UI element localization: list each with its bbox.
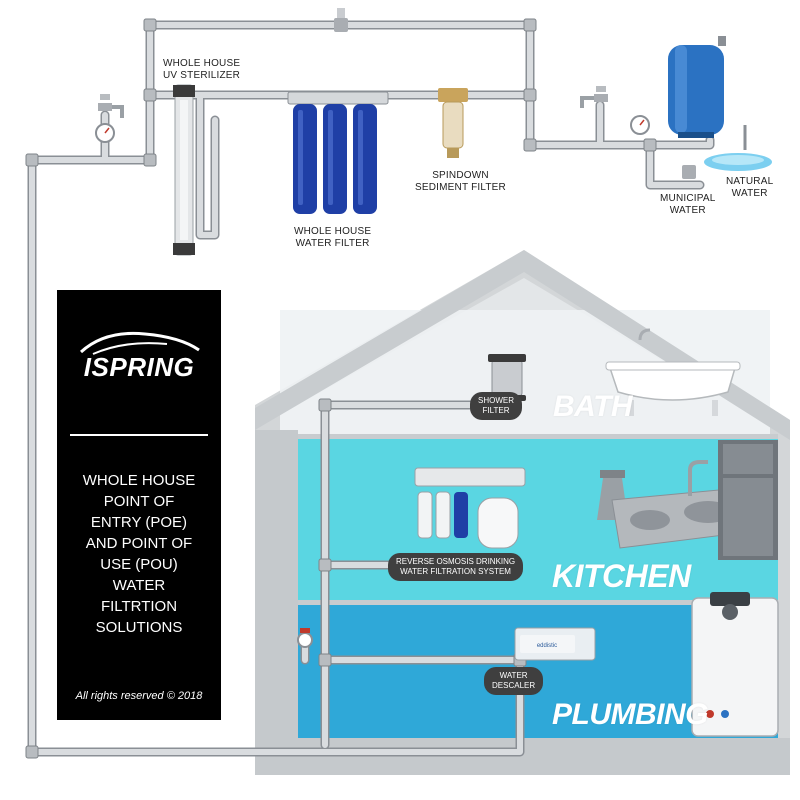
faucet-left-icon	[98, 94, 124, 118]
valves	[95, 8, 696, 648]
spindown-label: SPINDOWN SEDIMENT FILTER	[415, 170, 506, 193]
municipal-valve-icon	[682, 165, 696, 179]
natural-water-icon	[704, 125, 772, 171]
room-bath: BATH	[553, 390, 633, 423]
uv-sterilizer-icon	[173, 84, 195, 256]
sink-icon	[611, 460, 749, 549]
gauge-left-icon	[95, 123, 115, 143]
whole-house-filter-icon	[287, 91, 389, 214]
room-kitchen: KITCHEN	[552, 558, 691, 594]
descaler-tag: WATER DESCALER	[484, 667, 544, 695]
panel-description: WHOLE HOUSE POINT OF ENTRY (POE) AND POI…	[82, 472, 196, 636]
ro-system-icon	[414, 467, 526, 549]
brand-logo: ISPRING	[83, 352, 195, 382]
municipal-water-label: MUNICIPAL WATER	[660, 193, 716, 216]
uv-sterilizer-label: WHOLE HOUSE UV STERILIZER	[163, 58, 241, 81]
floor-divider-1	[298, 434, 778, 439]
bathtub-icon	[605, 328, 741, 416]
left-wall	[255, 430, 298, 775]
water-heater-icon	[691, 592, 779, 737]
brand-swoosh-icon	[79, 331, 200, 355]
faucet-right-icon	[580, 86, 608, 108]
gauge-right-icon	[630, 115, 650, 135]
descaler-icon: eddistic	[514, 627, 596, 661]
refrigerator-icon	[718, 440, 778, 560]
pressure-tank-icon	[668, 36, 726, 138]
brand-panel: ISPRING WHOLE HOUSE POINT OF ENTRY (POE)…	[57, 290, 221, 720]
natural-water-label: NATURAL WATER	[726, 176, 774, 199]
house-gauge-icon	[297, 628, 313, 648]
room-plumbing: PLUMBING	[552, 698, 709, 731]
descaler-brand-text: eddistic	[537, 643, 557, 649]
whole-house-filter-label: WHOLE HOUSE WATER FILTER	[294, 226, 372, 249]
top-valve-icon	[334, 8, 348, 32]
shower-filter-tag: SHOWER FILTER	[470, 392, 522, 420]
pipe-joints	[25, 18, 657, 759]
ro-system-tag: REVERSE OSMOSIS DRINKING WATER FILTRATIO…	[388, 553, 524, 581]
spindown-filter-icon	[438, 88, 468, 158]
panel-divider	[70, 434, 208, 436]
copyright-text: All rights reserved © 2018	[75, 690, 203, 702]
floor-divider-2	[298, 600, 778, 605]
